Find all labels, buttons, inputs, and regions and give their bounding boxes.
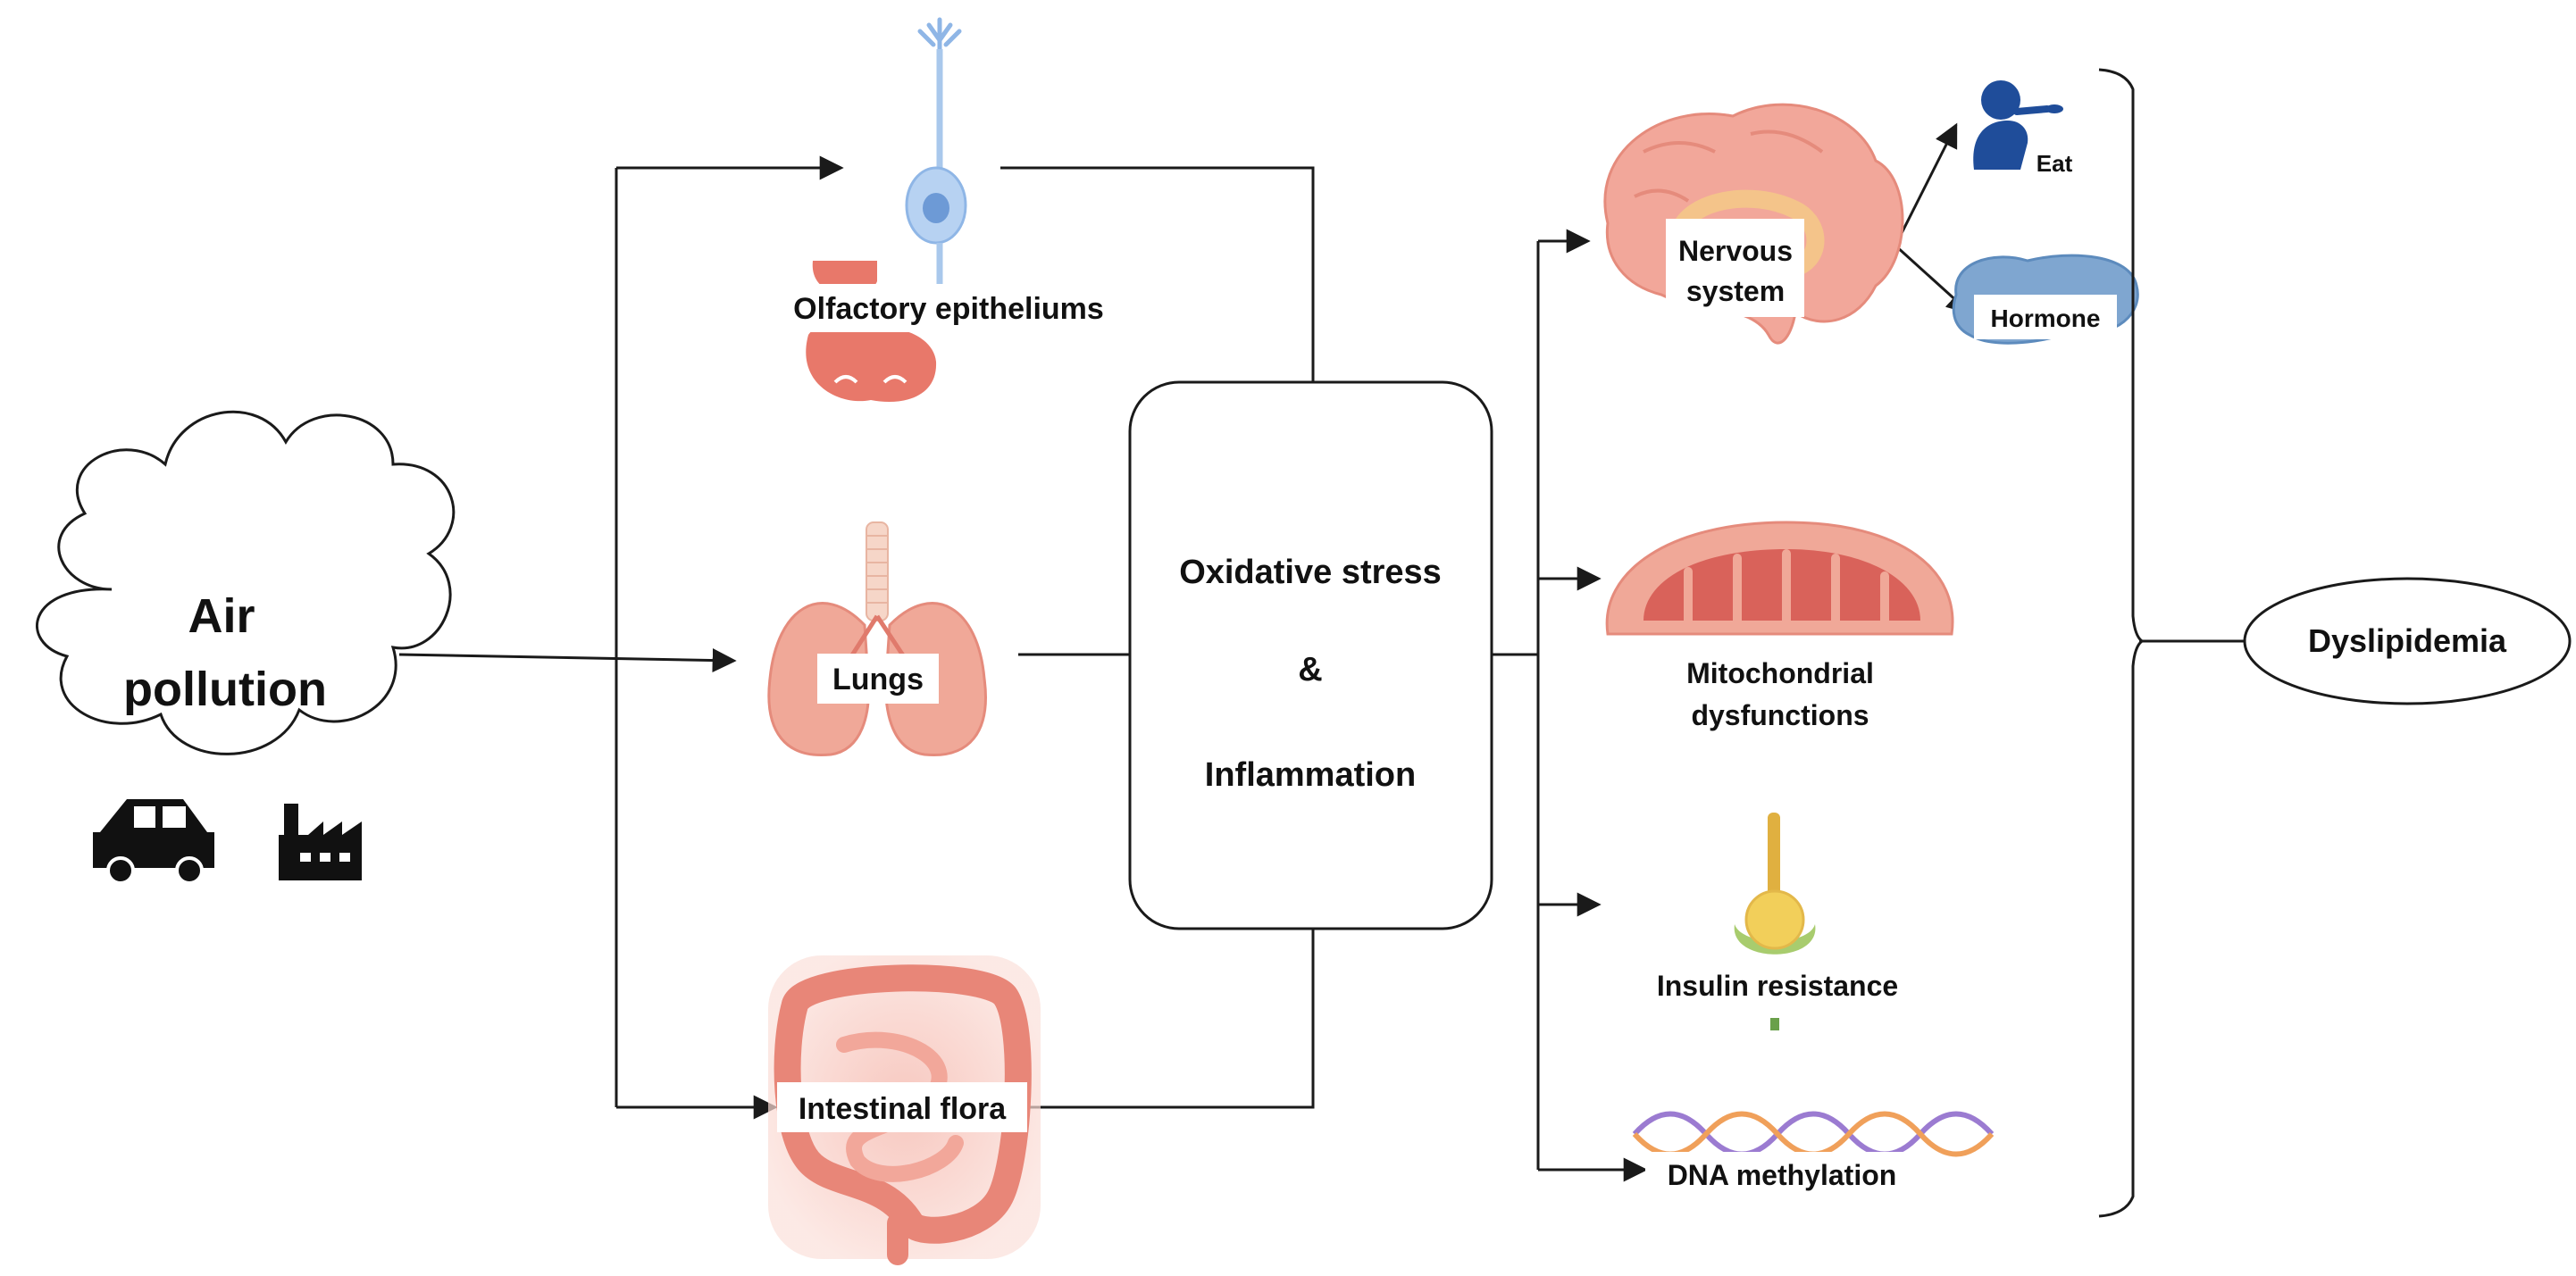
cloud-shape (35, 410, 456, 755)
dna-label: DNA methylation (1645, 1152, 1918, 1195)
olfactory-label-text: Olfactory epitheliums (793, 292, 1104, 326)
lungs-icon (767, 521, 987, 757)
center-line2: & (1298, 651, 1322, 688)
air-pollution-title-line1: Air (188, 589, 255, 643)
car-icon (93, 799, 214, 885)
dyslipidemia-label-text: Dyslipidemia (2308, 622, 2507, 659)
intestinal-label-text: Intestinal flora (799, 1092, 1007, 1126)
hormone-label-text: Hormone (1991, 304, 2101, 332)
connector-cloud-to-lungs (398, 648, 737, 673)
mitochondria-icon (1605, 521, 1954, 636)
oxidative-stress-box: Oxidative stress & Inflammation (1128, 380, 1493, 930)
connector-olfactory-to-center (1000, 166, 1315, 382)
mito-label-line2: dysfunctions (1691, 699, 1869, 731)
center-line1: Oxidative stress (1179, 554, 1442, 591)
olfactory-neuron-icon (905, 17, 967, 286)
intestinal-label: Intestinal flora (777, 1082, 1027, 1132)
person-eating-icon (1973, 80, 2063, 170)
mito-label-line1: Mitochondrial (1686, 657, 1874, 689)
factory-icon (279, 804, 362, 880)
dna-icon (1632, 1111, 1995, 1157)
nervous-label-line2: system (1686, 275, 1785, 307)
lungs-label-text: Lungs (832, 663, 924, 696)
nervous-label: Nervous system (1666, 219, 1804, 317)
lungs-label: Lungs (817, 654, 939, 704)
center-line3: Inflammation (1205, 756, 1416, 794)
air-pollution-title-line2: pollution (123, 663, 327, 716)
olfactory-label: Olfactory epitheliums (777, 284, 1121, 332)
dyslipidemia-node: Dyslipidemia (2243, 577, 2572, 705)
insulin-label-text: Insulin resistance (1657, 970, 1898, 1002)
connector-lines (398, 122, 2244, 1182)
dna-label-text: DNA methylation (1668, 1159, 1897, 1191)
air-pollution-cloud: Air pollution (35, 410, 456, 755)
insulin-receptor-icon (1734, 813, 1816, 1030)
connector-intestinal-to-center (1027, 929, 1315, 1109)
eat-label-text: Eat (2037, 150, 2073, 177)
nervous-label-line1: Nervous (1678, 235, 1793, 267)
hormone-icon (1952, 254, 2139, 345)
connector-nervous-to-eat (1894, 122, 1958, 246)
grouping-bracket (2098, 68, 2145, 1218)
